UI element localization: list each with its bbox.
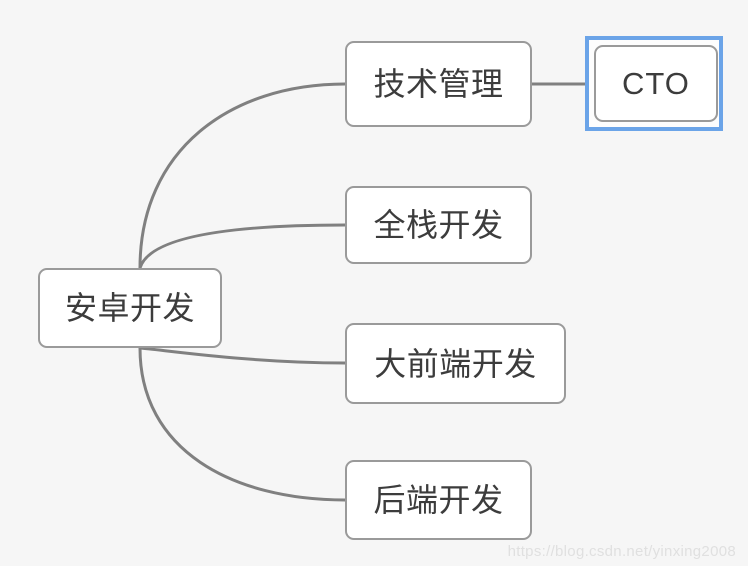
node-cto[interactable]: CTO <box>594 45 718 122</box>
connector-root-to-backend <box>138 346 347 502</box>
connector-root-to-fullstack <box>138 223 347 270</box>
connector-root-to-frontend <box>138 346 347 365</box>
node-label: 全栈开发 <box>373 207 504 243</box>
node-label: 技术管理 <box>373 66 504 102</box>
connector-root-to-tech-management <box>138 82 347 270</box>
node-label: 安卓开发 <box>64 290 195 326</box>
node-fullstack-development[interactable]: 全栈开发 <box>345 186 532 264</box>
node-root-android-development[interactable]: 安卓开发 <box>38 268 222 348</box>
node-tech-management[interactable]: 技术管理 <box>345 41 532 127</box>
node-label: 后端开发 <box>373 482 504 518</box>
selection-outline-cto[interactable]: CTO <box>585 36 723 131</box>
node-label: 大前端开发 <box>374 345 537 382</box>
node-label: CTO <box>622 66 690 101</box>
node-backend-development[interactable]: 后端开发 <box>345 460 532 540</box>
watermark-text: https://blog.csdn.net/yinxing2008 <box>507 543 736 560</box>
node-frontend-development[interactable]: 大前端开发 <box>345 323 566 404</box>
